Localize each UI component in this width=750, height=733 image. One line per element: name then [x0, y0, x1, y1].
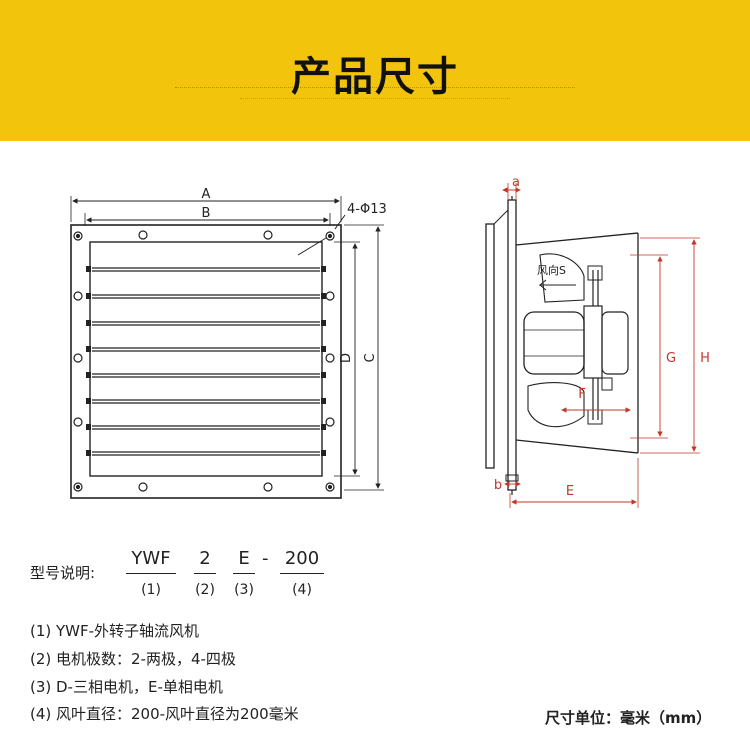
- header-decoration: [240, 98, 510, 101]
- description-item: (3)D-三相电机，E-单相电机: [30, 678, 223, 696]
- dim-label-b: B: [202, 206, 211, 221]
- front-dimension-labels: A B 4-Φ13 D C: [202, 187, 387, 363]
- description-item: (2)电机极数：2-两极，4-四极: [30, 650, 236, 668]
- code-underline: [194, 573, 216, 574]
- front-inner-panel: [89, 241, 323, 477]
- front-view: [70, 196, 384, 499]
- wind-direction-label: 风向S: [537, 263, 566, 277]
- model-index-1: (1): [141, 582, 161, 598]
- dim-label-c: C: [363, 353, 378, 362]
- description-item: (1)YWF-外转子轴流风机: [30, 622, 200, 640]
- model-code-phase: E: [238, 548, 250, 569]
- side-dimension-labels: a b E F G H: [494, 175, 710, 499]
- model-index-2: (2): [195, 582, 215, 598]
- unit-note: 尺寸单位：毫米（mm）: [545, 709, 712, 727]
- dim-label-side-b: b: [494, 478, 502, 493]
- model-code-poles: 2: [199, 548, 211, 569]
- model-code-separator: -: [262, 548, 269, 569]
- dim-label-holes: 4-Φ13: [347, 202, 387, 217]
- dim-label-a: A: [202, 187, 211, 202]
- dim-label-f: F: [578, 387, 585, 402]
- model-code-diameter: 200: [284, 548, 320, 569]
- dim-label-g: G: [666, 351, 676, 366]
- description-item: (4)风叶直径：200-风叶直径为200毫米: [30, 705, 299, 723]
- model-index-3: (3): [234, 582, 254, 598]
- dim-label-side-a: a: [512, 175, 520, 190]
- dim-label-h: H: [700, 351, 710, 366]
- louver-slats: [92, 267, 320, 456]
- side-view: [485, 196, 639, 495]
- model-index-4: (4): [292, 582, 312, 598]
- page-title: 产品尺寸: [291, 54, 459, 100]
- code-underline: [233, 573, 255, 574]
- header-banner: 产品尺寸: [0, 0, 750, 141]
- slat-tabs: [86, 266, 326, 456]
- mounting-holes: [73, 230, 335, 492]
- dim-label-d: D: [339, 353, 354, 363]
- code-underline: [126, 573, 176, 574]
- model-label: 型号说明:: [30, 564, 96, 582]
- header-decoration: [175, 87, 575, 90]
- dim-label-e: E: [566, 484, 574, 499]
- model-code-series: YWF: [131, 548, 171, 569]
- code-underline: [280, 573, 324, 574]
- dimension-drawing: A B 4-Φ13 D C: [70, 175, 710, 508]
- front-outer-frame: [70, 224, 342, 499]
- side-dimensions: [502, 183, 700, 508]
